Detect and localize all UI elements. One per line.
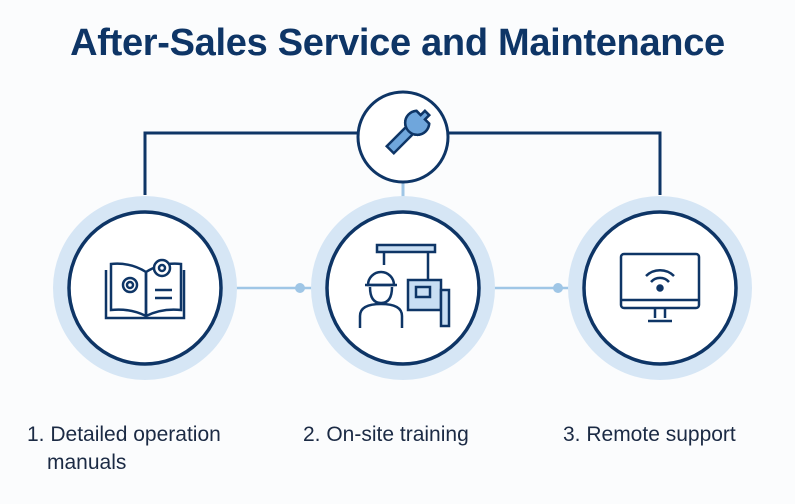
connector-dot [295,283,305,293]
step-label-2: 2. On-site training [303,423,469,446]
wrench-icon [384,109,431,156]
hub-node [356,90,450,184]
technician-machine-icon [358,243,451,328]
step-label-3: 3. Remote support [563,423,736,446]
page-title: After-Sales Service and Maintenance [70,22,725,64]
monitor-wifi-icon [619,252,701,323]
connector-dot [553,283,563,293]
hub-connectors [143,131,662,195]
step-node-1 [53,196,237,380]
step-label-1-line1: 1. Detailed operation [27,423,221,446]
manual-gears-icon [104,258,186,320]
step-label-1: 1. Detailed operation manuals [27,421,221,477]
step-node-3 [568,196,752,380]
step-node-2 [311,196,495,380]
step-label-1-line2: manuals [47,451,127,474]
